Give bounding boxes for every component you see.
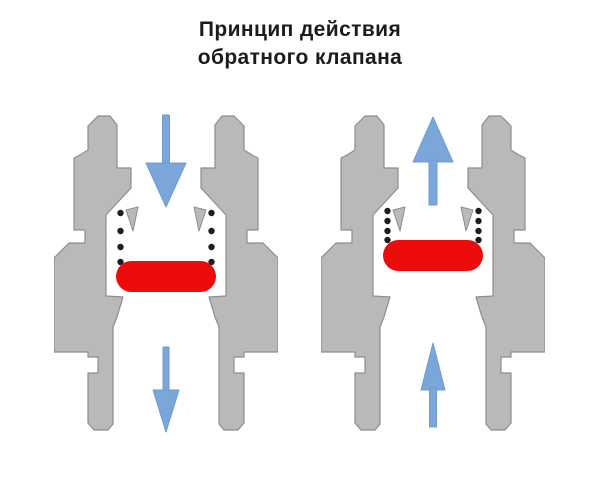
valve-disc — [116, 261, 216, 292]
page-title: Принцип действия обратного клапана — [0, 16, 600, 72]
down-arrow-icon-outlet — [152, 346, 180, 433]
down-arrow-icon-inlet — [145, 114, 187, 208]
valve-seat-guide-left — [125, 206, 139, 232]
valve-seat-guide-left — [392, 206, 406, 232]
valve-diagram-reverse-flow — [321, 115, 545, 431]
spring-coil-dots — [384, 207, 482, 244]
title-line-1: Принцип действия — [198, 18, 402, 41]
valve-seat-guide-right — [193, 206, 207, 232]
up-arrow-icon-inlet — [420, 342, 446, 428]
up-arrow-icon-outlet — [412, 116, 454, 206]
valve-body-right-half — [200, 115, 278, 431]
valve-disc — [383, 240, 483, 271]
title-line-2: обратного клапана — [197, 46, 403, 69]
valve-diagram-forward-flow — [54, 114, 278, 433]
valve-body-right-half — [467, 115, 545, 431]
valve-seat-guide-right — [460, 206, 474, 232]
spring-coil-dots — [117, 209, 215, 266]
valve-body-left-half — [54, 115, 132, 431]
valve-body-left-half — [321, 115, 399, 431]
